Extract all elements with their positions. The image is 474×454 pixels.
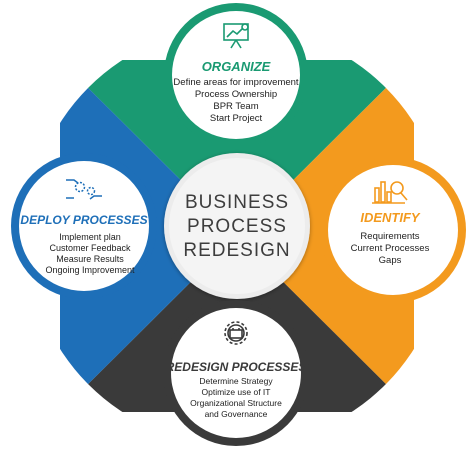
- organize-item: BPR Team: [213, 101, 258, 112]
- organize-title: ORGANIZE: [202, 59, 271, 74]
- stage-organize: ORGANIZE Define areas for improvement Pr…: [164, 3, 308, 147]
- deploy-item: Implement plan: [59, 232, 121, 242]
- organize-item: Define areas for improvement: [173, 77, 298, 88]
- center-title-line-2: PROCESS: [187, 216, 287, 237]
- deploy-item: Measure Results: [56, 254, 124, 264]
- organize-item: Start Project: [210, 113, 263, 124]
- gear-toolbox-icon: [224, 321, 248, 345]
- redesign-item: and Governance: [205, 409, 268, 419]
- deploy-item: Ongoing Improvement: [45, 265, 135, 275]
- chart-magnifier-icon: [372, 181, 408, 204]
- stage-deploy: DEPLOY PROCESSES Implement plan Customer…: [11, 153, 157, 299]
- ring-segment-organize: [60, 60, 414, 236]
- center-title-line-1: BUSINESS: [185, 192, 289, 213]
- presentation-board-icon: [223, 23, 249, 49]
- redesign-item: Optimize use of IT: [202, 387, 271, 397]
- center-title-line-3: REDESIGN: [183, 240, 290, 261]
- hands-gears-icon: [66, 179, 102, 200]
- identify-item: Requirements: [360, 231, 419, 242]
- identify-item: Current Processes: [351, 243, 430, 254]
- deploy-item: Customer Feedback: [49, 243, 131, 253]
- redesign-item: Organizational Structure: [190, 398, 282, 408]
- center-hub: BUSINESS PROCESS REDESIGN: [164, 153, 310, 299]
- identify-title: IDENTIFY: [360, 210, 421, 225]
- organize-item: Process Ownership: [195, 89, 277, 100]
- redesign-title: REDESIGN PROCESSES: [166, 360, 307, 374]
- stage-redesign: REDESIGN PROCESSES Determine Strategy Op…: [163, 300, 309, 446]
- redesign-item: Determine Strategy: [199, 376, 273, 386]
- stage-identify: IDENTIFY Requirements Current Processes …: [320, 157, 466, 303]
- identify-item: Gaps: [379, 255, 402, 266]
- deploy-title: DEPLOY PROCESSES: [20, 213, 147, 227]
